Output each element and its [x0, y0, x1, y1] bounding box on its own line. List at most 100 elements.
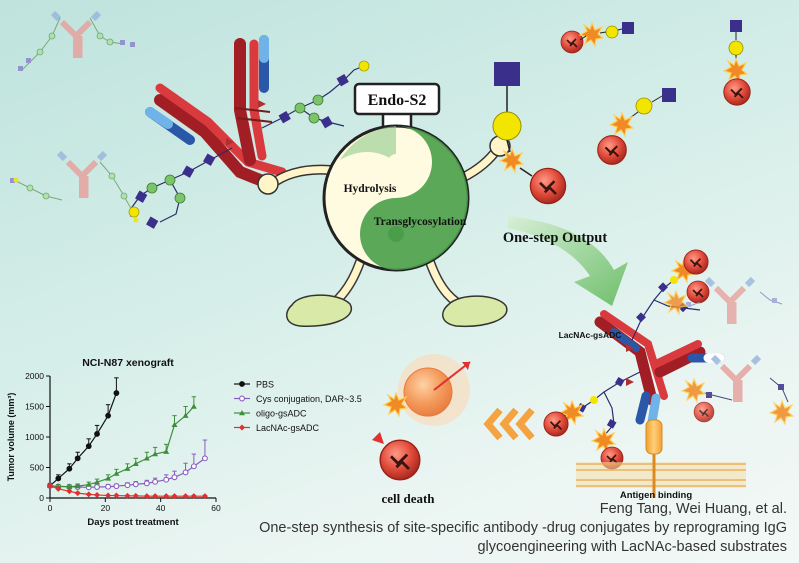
data-point: [190, 493, 197, 500]
caption-authors: Feng Tang, Wei Huang, et al.: [599, 501, 787, 517]
x-tick-label: 60: [211, 503, 221, 513]
data-point: [152, 493, 159, 500]
data-point: [124, 492, 131, 499]
data-point: [190, 403, 197, 409]
data-point: [190, 463, 197, 470]
data-point: [74, 483, 81, 489]
legend-label-2: oligo-gsADC: [256, 409, 307, 419]
data-point: [239, 381, 245, 387]
data-point: [47, 482, 53, 489]
main-antibody: [145, 35, 287, 190]
data-point: [94, 491, 101, 498]
series-line-0: [49, 392, 117, 487]
data-point: [113, 390, 120, 396]
glycan-chain-left: [128, 138, 234, 229]
data-point: [94, 479, 101, 485]
one-step-arrow: [508, 216, 628, 306]
adc-glycan-lower: [543, 371, 641, 470]
faded-antibody-mid-left: [10, 153, 139, 223]
data-point: [55, 485, 62, 492]
endo-s2-enzyme: Endo-S2 Hydrolysis Transglycosylation: [257, 82, 511, 328]
data-point: [239, 395, 245, 402]
glycan-drug-fragment-3: [596, 88, 676, 166]
data-point: [74, 490, 81, 497]
data-point: [85, 491, 92, 498]
data-point: [85, 443, 92, 450]
data-point: [124, 465, 131, 471]
y-tick-label: 500: [30, 463, 44, 473]
citation-caption: Feng Tang, Wei Huang, et al. One-step sy…: [227, 500, 787, 557]
x-tick-label: 40: [156, 503, 166, 513]
antigen-binding-label: Antigen binding: [620, 490, 692, 501]
y-tick-label: 1500: [25, 402, 44, 412]
data-point: [171, 421, 178, 427]
data-point: [182, 412, 189, 418]
data-point: [182, 469, 189, 476]
data-point: [105, 483, 112, 490]
data-point: [105, 412, 111, 419]
y-tick-label: 0: [39, 493, 44, 503]
x-tick-label: 0: [48, 503, 53, 513]
dying-cell: [372, 354, 471, 482]
caption-title-line1: One-step synthesis of site-specific anti…: [259, 520, 787, 536]
data-point: [74, 455, 81, 462]
data-point: [113, 492, 120, 499]
data-point: [201, 455, 208, 462]
data-point: [132, 460, 139, 467]
data-point: [143, 493, 150, 500]
data-point: [163, 448, 170, 454]
data-point: [105, 492, 112, 499]
enzyme-name: Endo-S2: [368, 92, 427, 109]
data-point: [143, 480, 150, 487]
glycan-drug-fragment-2: [722, 20, 752, 107]
data-point: [66, 483, 73, 489]
antigen-receptor: [645, 419, 663, 498]
data-point: [113, 470, 120, 476]
data-point: [152, 451, 159, 457]
data-point: [163, 476, 170, 483]
glycan-chain-right: [258, 60, 370, 129]
x-axis-label: Days post treatment: [87, 517, 179, 528]
cell-membrane: [576, 462, 746, 488]
data-point: [182, 493, 189, 500]
data-point: [163, 493, 170, 500]
cell-death-label: cell death: [381, 491, 435, 506]
legend-label-0: PBS: [256, 380, 274, 390]
lacnac-substrate: [492, 62, 567, 205]
data-point: [171, 493, 178, 500]
faded-adc-lower-right: [681, 357, 794, 425]
data-point: [66, 465, 73, 472]
lacnac-gsadc-antibody: [594, 310, 725, 427]
y-axis-label: Tumor volume (mm³): [6, 393, 16, 482]
data-point: [94, 484, 100, 490]
faded-adc-upper-right: [663, 279, 783, 324]
data-point: [66, 488, 73, 495]
data-point: [113, 483, 120, 490]
glycan-drug-fragment-1: [560, 22, 634, 54]
data-point: [124, 482, 131, 489]
y-tick-label: 1000: [25, 432, 44, 442]
transglycosylation-label: Transglycosylation: [374, 216, 467, 228]
lacnac-gsadc-label: LacNAc-gsADC: [559, 330, 622, 340]
data-point: [201, 493, 208, 500]
data-point: [85, 481, 92, 487]
data-point: [239, 424, 245, 431]
caption-title-line2: glycoengineering with LacNAc-based subst…: [477, 539, 787, 555]
data-point: [171, 474, 178, 481]
data-point: [132, 481, 139, 488]
hydrolysis-label: Hydrolysis: [344, 183, 397, 195]
data-point: [94, 431, 100, 437]
data-point: [132, 492, 139, 499]
faded-antibody-top-left: [18, 13, 135, 71]
legend-label-1: Cys conjugation, DAR~3.5: [256, 394, 362, 404]
data-point: [143, 455, 150, 461]
series-line-2: [49, 406, 195, 488]
data-point: [105, 475, 112, 481]
data-point: [239, 410, 245, 416]
data-point: [55, 475, 62, 482]
one-step-label: One-step Output: [503, 230, 608, 246]
legend-label-3: LacNAc-gsADC: [256, 423, 320, 433]
data-point: [152, 478, 159, 485]
